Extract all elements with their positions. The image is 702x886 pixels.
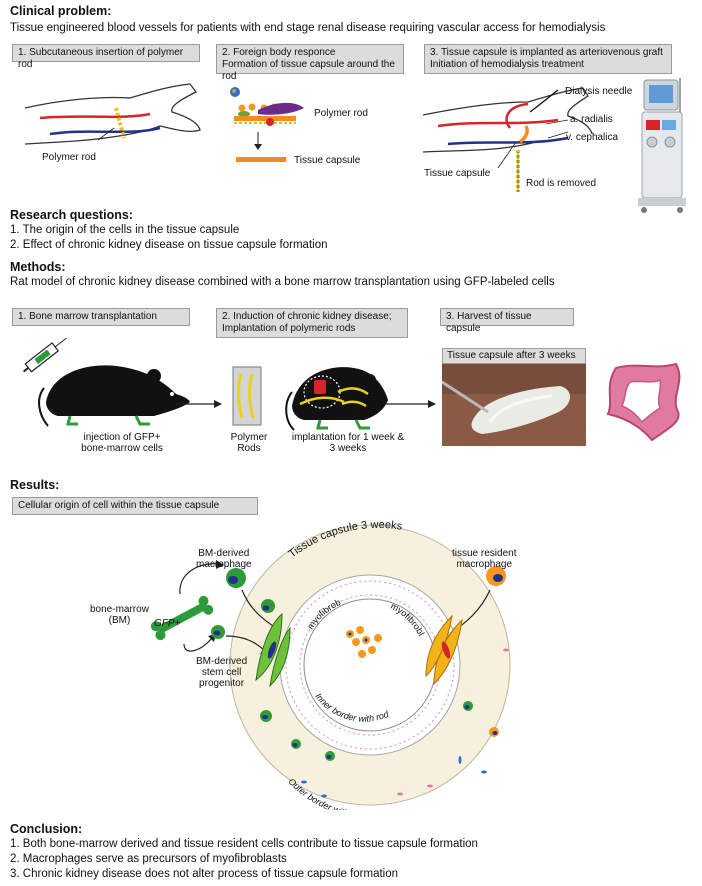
injection-label: injection of GFP+ bone-marrow cells — [72, 432, 172, 454]
arrow-right-icon — [386, 400, 436, 408]
implantation-label-line-2: 3 weeks — [329, 443, 367, 454]
resident-macrophage-label: tissue resident macrophage — [452, 548, 516, 570]
clinical-step-2-line-2: Formation of tissue capsule around the r… — [222, 59, 395, 82]
rat-injection-illustration — [23, 337, 190, 427]
results-box: Cellular origin of cell within the tissu… — [12, 497, 258, 515]
conclusion-item-1: 1. Both bone-marrow derived and tissue r… — [10, 838, 478, 850]
polymer-rods-label: Polymer Rods — [222, 432, 276, 454]
bone-marrow-label: bone-marrow (BM) — [90, 604, 149, 626]
polymer-rod-label-mid: Polymer rod — [314, 108, 368, 119]
dialysis-needle-label: Dialysis needle — [565, 86, 633, 97]
tissue-capsule-label-mid: Tissue capsule — [294, 155, 361, 166]
clinical-step-3-line-1: 3. Tissue capsule is implanted as arteri… — [430, 47, 663, 58]
stem-cell-label-line-2: stem cell — [201, 667, 242, 678]
conclusion-title: Conclusion: — [10, 822, 83, 836]
clinical-step-1: 1. Subcutaneous insertion of polymer rod — [12, 44, 200, 70]
clinical-title: Clinical problem: — [10, 4, 112, 18]
clinical-step-1-label: 1. Subcutaneous insertion of polymer rod — [18, 47, 184, 70]
clinical-step-2: 2. Foreign body responce Formation of ti… — [216, 44, 404, 82]
injection-label-line-2: bone-marrow cells — [81, 443, 163, 454]
arteriovenous-graft-illustration — [422, 87, 593, 192]
stem-cell-label-line-3: progenitor — [199, 678, 245, 689]
research-item-2: 2. Effect of chronic kidney disease on t… — [10, 239, 328, 251]
clinical-step-3-line-2: Initiation of hemodialysis treatment — [430, 59, 584, 70]
bm-macrophage-label-line-2: macrophage — [196, 559, 252, 570]
foreign-body-illustration — [230, 87, 304, 162]
histology-section-image — [606, 362, 681, 442]
research-item-1: 1. The origin of the cells in the tissue… — [10, 224, 240, 236]
methods-step-2-line-2: Implantation of polymeric rods — [222, 323, 356, 334]
conclusion-item-3: 3. Chronic kidney disease does not alter… — [10, 868, 399, 880]
implantation-label: implantation for 1 week & 3 weeks — [286, 432, 410, 454]
methods-step-1: 1. Bone marrow transplantation — [12, 308, 190, 326]
tissue-capsule-diagram: Tissue capsule 3 weeks Outer border with… — [60, 520, 511, 810]
clinical-description: Tissue engineered blood vessels for pati… — [10, 22, 606, 34]
stem-cell-label: BM-derived stem cell progenitor — [196, 656, 247, 689]
methods-step-2: 2. Induction of chronic kidney disease; … — [216, 308, 408, 338]
bm-macrophage-label: BM-derived macrophage — [196, 548, 252, 570]
dialysis-machine-icon — [638, 78, 686, 213]
implantation-label-line-1: implantation for 1 week & — [291, 432, 405, 443]
tissue-capsule-label-right: Tissue capsule — [424, 168, 491, 179]
polymer-rod-label-left: Polymer rod — [42, 152, 96, 163]
bone-marrow-label-line-1: bone-marrow — [90, 604, 149, 615]
injection-label-line-1: injection of GFP+ — [83, 432, 161, 443]
results-title: Results: — [10, 478, 60, 492]
methods-title: Methods: — [10, 260, 66, 274]
clinical-step-2-line-1: 2. Foreign body responce — [222, 47, 336, 58]
methods-step-3: 3. Harvest of tissue capsule — [440, 308, 574, 334]
resident-macrophage-label-line-2: macrophage — [456, 559, 513, 570]
polymer-rods-icon — [232, 366, 262, 426]
capsule-photo-caption-label: Tissue capsule after 3 weeks — [447, 350, 576, 361]
polymer-rods-label-line-1: Polymer — [230, 432, 268, 443]
methods-description: Rat model of chronic kidney disease comb… — [10, 276, 555, 288]
research-title: Research questions: — [10, 208, 133, 222]
methods-step-3-label: 3. Harvest of tissue capsule — [446, 311, 532, 334]
gfp-label: GFP+ — [154, 618, 181, 629]
tissue-capsule-photo — [442, 364, 586, 446]
arm-with-rod-illustration — [24, 83, 201, 145]
results-box-label: Cellular origin of cell within the tissu… — [18, 500, 220, 511]
stem-cell-label-line-1: BM-derived — [196, 656, 248, 667]
bm-macrophage-label-line-1: BM-derived — [198, 548, 250, 559]
methods-step-1-label: 1. Bone marrow transplantation — [18, 311, 157, 322]
rod-removed-label: Rod is removed — [526, 178, 597, 189]
capsule-photo-caption: Tissue capsule after 3 weeks — [442, 348, 586, 364]
v-cephalica-label: v. cephalica — [566, 132, 619, 143]
rat-implant-illustration — [285, 367, 388, 431]
conclusion-item-2: 2. Macrophages serve as precursors of my… — [10, 853, 287, 865]
bone-marrow-label-line-2: (BM) — [108, 615, 131, 626]
resident-macrophage-label-line-1: tissue resident — [452, 548, 517, 559]
a-radialis-label: a. radialis — [570, 114, 613, 125]
polymer-rods-label-line-2: Rods — [237, 443, 261, 454]
arrow-right-icon — [176, 400, 222, 408]
methods-step-2-line-1: 2. Induction of chronic kidney disease; — [222, 311, 392, 322]
clinical-step-3: 3. Tissue capsule is implanted as arteri… — [424, 44, 672, 74]
